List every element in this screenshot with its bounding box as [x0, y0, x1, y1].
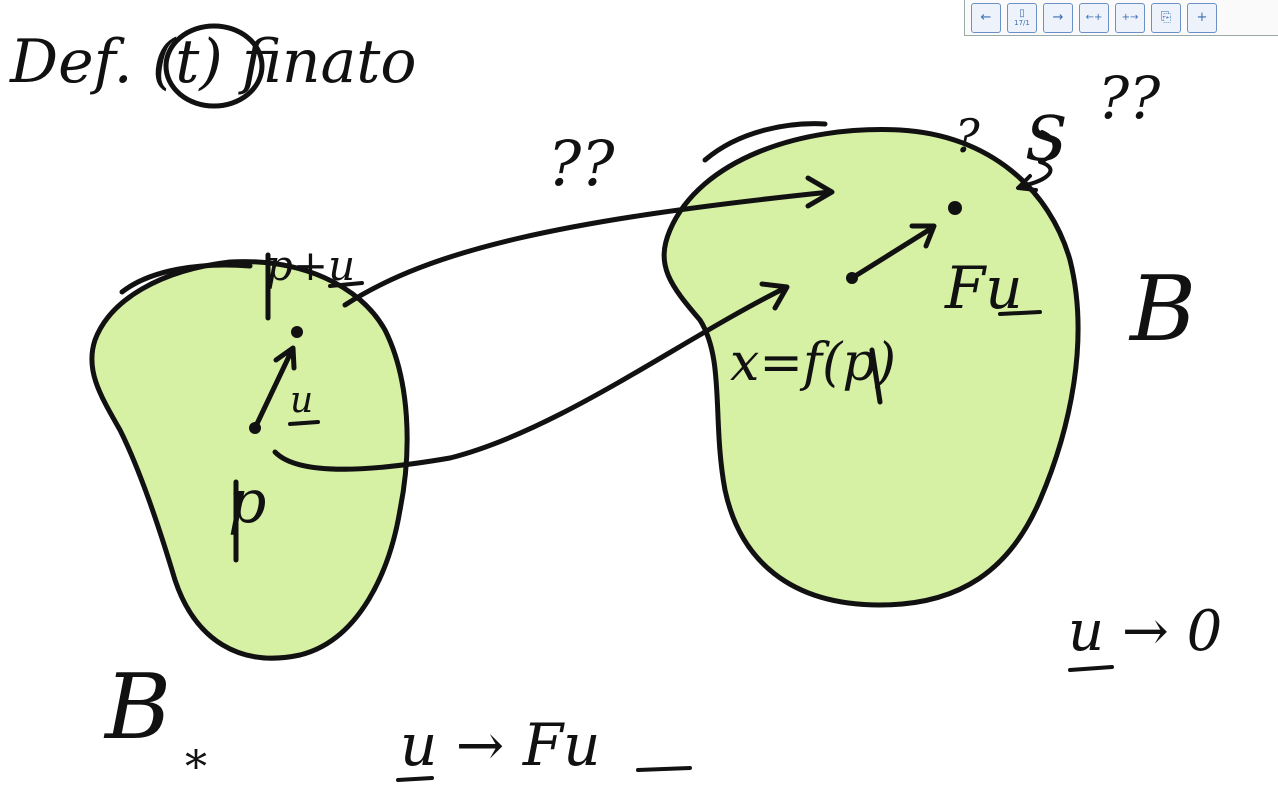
- label-question-mid: ?: [955, 109, 980, 163]
- copy-page-icon: ⎘: [1160, 10, 1172, 25]
- region-B: [661, 127, 1081, 608]
- copy-page-button[interactable]: ⎘: [1151, 2, 1181, 33]
- insert-right-icon: +→: [1121, 12, 1139, 23]
- arrow-p-plus-u-to-B: [342, 189, 833, 308]
- board-title: Def. (t) finato: [9, 27, 417, 97]
- point-x-plus-Fu: [948, 201, 962, 215]
- underline-u-top: [328, 281, 364, 288]
- page-icon: ▯: [1019, 7, 1025, 19]
- label-u: u: [290, 380, 313, 421]
- underline-map-Fu: [636, 766, 692, 772]
- insert-left-button[interactable]: ←+: [1079, 2, 1109, 33]
- underline-map-u: [396, 776, 434, 782]
- stroke-left-top: [119, 262, 253, 295]
- insert-left-icon: ←+: [1085, 12, 1103, 23]
- label-limit: u → 0: [1068, 599, 1222, 664]
- add-page-button[interactable]: +: [1187, 2, 1217, 33]
- label-question-right: ??: [1098, 64, 1161, 132]
- stroke-x-stem: [869, 347, 883, 405]
- label-p: p: [228, 467, 266, 537]
- arrow-S-head: [1016, 174, 1038, 192]
- stroke-right-top: [702, 121, 828, 163]
- label-question-left: ??: [548, 127, 615, 200]
- vector-u-head: [273, 345, 297, 371]
- title-circle: [163, 23, 265, 109]
- insert-right-button[interactable]: +→: [1115, 2, 1145, 33]
- page-toolbar: ← ▯ 17/1 → ←+ +→ ⎘ +: [964, 0, 1278, 36]
- label-B-star: B: [103, 655, 171, 760]
- label-S: S: [1025, 102, 1067, 175]
- prev-page-icon: ←: [980, 10, 992, 25]
- arrow-p-plus-u-head: [805, 175, 835, 209]
- vector-Fu-head: [909, 223, 937, 249]
- underline-limit-u: [1068, 665, 1114, 672]
- page-indicator: 17/1: [1014, 18, 1030, 27]
- next-page-icon: →: [1052, 10, 1064, 25]
- add-page-icon: +: [1196, 10, 1208, 25]
- label-B: B: [1128, 257, 1196, 362]
- label-x-eq-fp: x=f(p): [730, 333, 896, 393]
- label-p-plus-u: p+u: [266, 241, 355, 290]
- vector-u: [252, 347, 295, 431]
- arrow-p-to-B: [272, 285, 788, 472]
- page-indicator-button[interactable]: ▯ 17/1: [1007, 2, 1037, 33]
- vector-Fu: [849, 225, 935, 281]
- arrow-p-head: [759, 281, 790, 311]
- underline-u: [288, 420, 320, 426]
- label-Fu: Fu: [944, 254, 1023, 322]
- region-B-star: [89, 259, 410, 661]
- label-star: *: [185, 742, 207, 793]
- point-p-plus-u: [291, 326, 303, 338]
- arrow-S: [1020, 130, 1057, 188]
- underline-Fu: [998, 310, 1042, 316]
- label-mapping: u → Fu: [400, 711, 600, 779]
- prev-page-button[interactable]: ←: [971, 2, 1001, 33]
- next-page-button[interactable]: →: [1043, 2, 1073, 33]
